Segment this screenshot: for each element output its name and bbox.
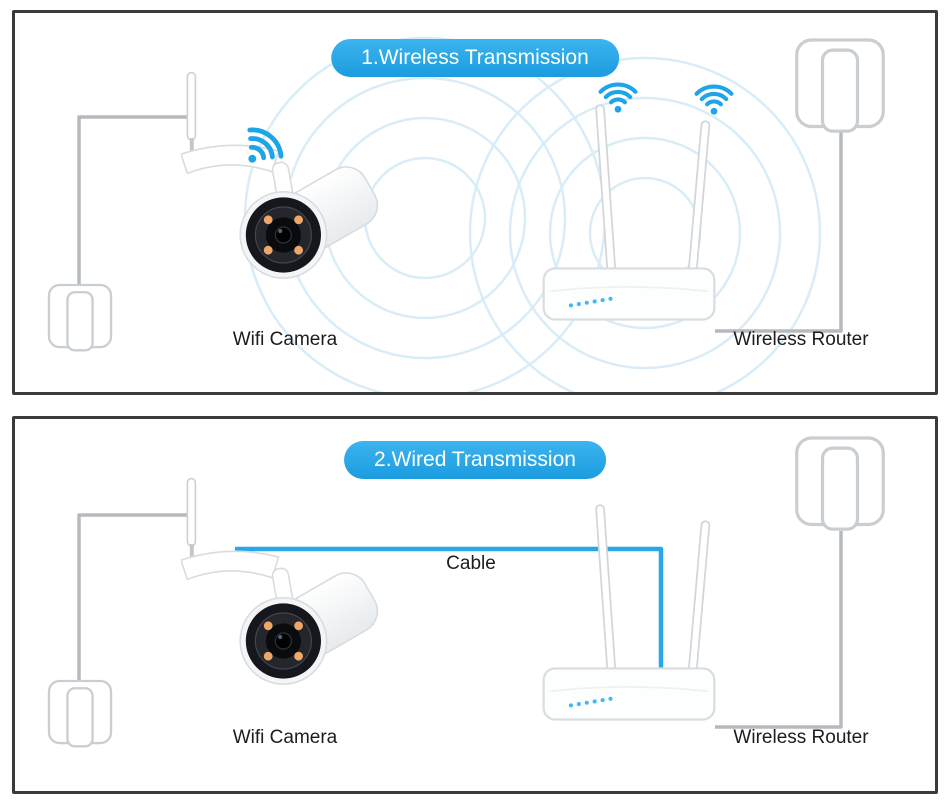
ethernet-cable: [235, 546, 664, 681]
camera-label: Wifi Camera: [232, 727, 338, 748]
wifi-camera-illustration: [181, 71, 381, 280]
router-power-cord: [715, 531, 843, 729]
router-label: Wireless Router: [733, 727, 869, 748]
wireless-router-illustration: [542, 103, 716, 321]
router-power-cord: [715, 131, 843, 333]
panel-title-wireless: 1.Wireless Transmission: [331, 39, 619, 77]
panel-wireless-transmission: 1.Wireless Transmission Wifi Camera Wire…: [12, 10, 938, 395]
router-power-outlet: [795, 38, 885, 133]
wifi-camera-illustration: [181, 477, 381, 686]
camera-power-outlet: [47, 283, 113, 352]
panel-title-wired: 2.Wired Transmission: [344, 441, 606, 479]
router-power-outlet: [795, 436, 885, 531]
router-wifi-signal-icon-left: [601, 85, 636, 113]
panel-wired-transmission: 2.Wired Transmission Cable Wifi Camera W…: [12, 416, 938, 794]
camera-power-outlet: [47, 679, 113, 748]
wireless-router-illustration: [542, 503, 716, 721]
cable-label: Cable: [446, 553, 496, 574]
camera-power-cord: [77, 513, 193, 683]
camera-label: Wifi Camera: [232, 329, 338, 350]
router-label: Wireless Router: [733, 329, 869, 350]
camera-power-cord: [77, 115, 193, 287]
